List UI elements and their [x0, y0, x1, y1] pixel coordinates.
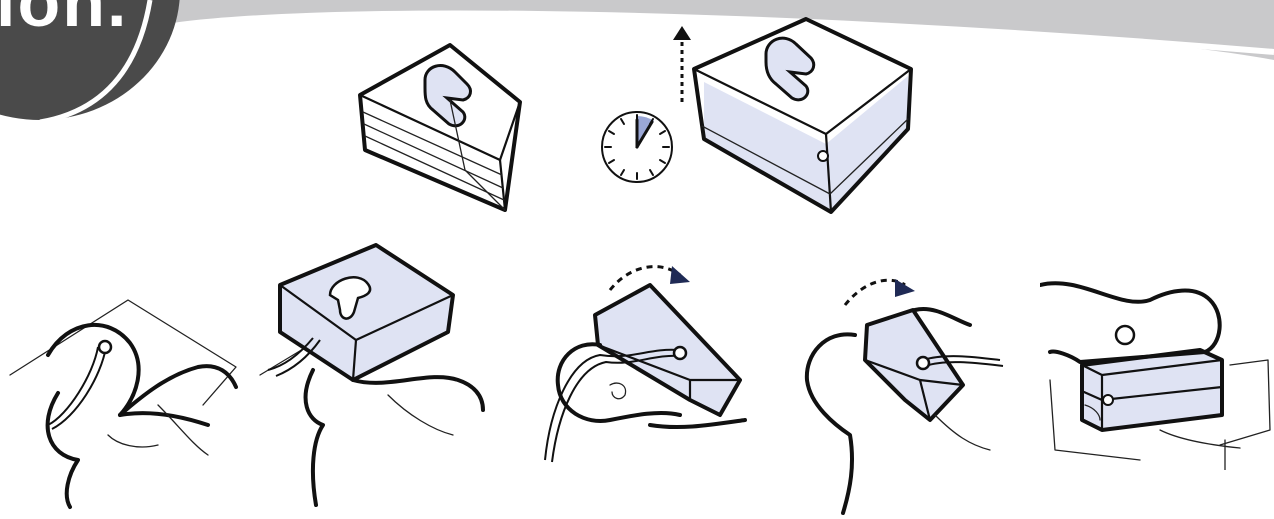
banner-white-curve [149, 10, 1274, 55]
corner-label: ion. [0, 0, 129, 41]
clock-icon [601, 111, 673, 183]
prone-position [1040, 281, 1271, 470]
corner-circle [0, 0, 180, 125]
cushion-over-face [259, 243, 485, 507]
banner-light-band [150, 0, 1274, 60]
header-banner [149, 0, 1274, 60]
expanded-cushion [692, 17, 913, 214]
arrow-up-icon [673, 26, 691, 102]
cushion-rotate [544, 265, 747, 463]
packed-cushion [358, 43, 522, 212]
patient-head [9, 299, 238, 509]
patient-rotate [804, 278, 1004, 515]
